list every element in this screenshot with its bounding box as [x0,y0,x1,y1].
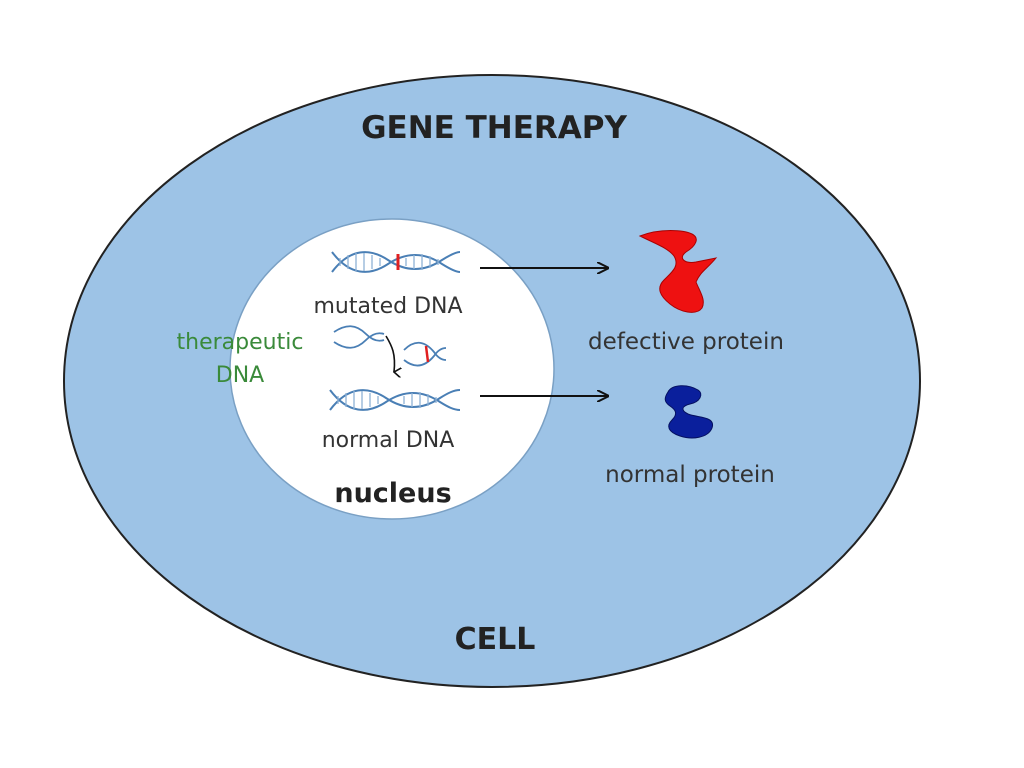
mutated-dna-label: mutated DNA [313,294,462,319]
nucleus [229,218,555,520]
normal-dna-label: normal DNA [322,428,455,453]
normal-protein-label: normal protein [605,462,775,488]
defective-protein-label: defective protein [588,329,784,355]
therapeutic-dna-label-line1: therapeutic [177,330,304,355]
nucleus-label: nucleus [334,478,451,509]
therapeutic-dna-label-line2: DNA [216,363,264,388]
normal-protein-icon [664,385,714,439]
therapeutic-dna-fragment-icon [333,325,447,372]
mutated-dna-helix-icon [331,251,461,273]
defective-protein-icon [638,230,718,313]
normal-dna-helix-icon [329,389,461,411]
cell-label: CELL [455,622,536,657]
diagram-title: GENE THERAPY [361,110,627,146]
